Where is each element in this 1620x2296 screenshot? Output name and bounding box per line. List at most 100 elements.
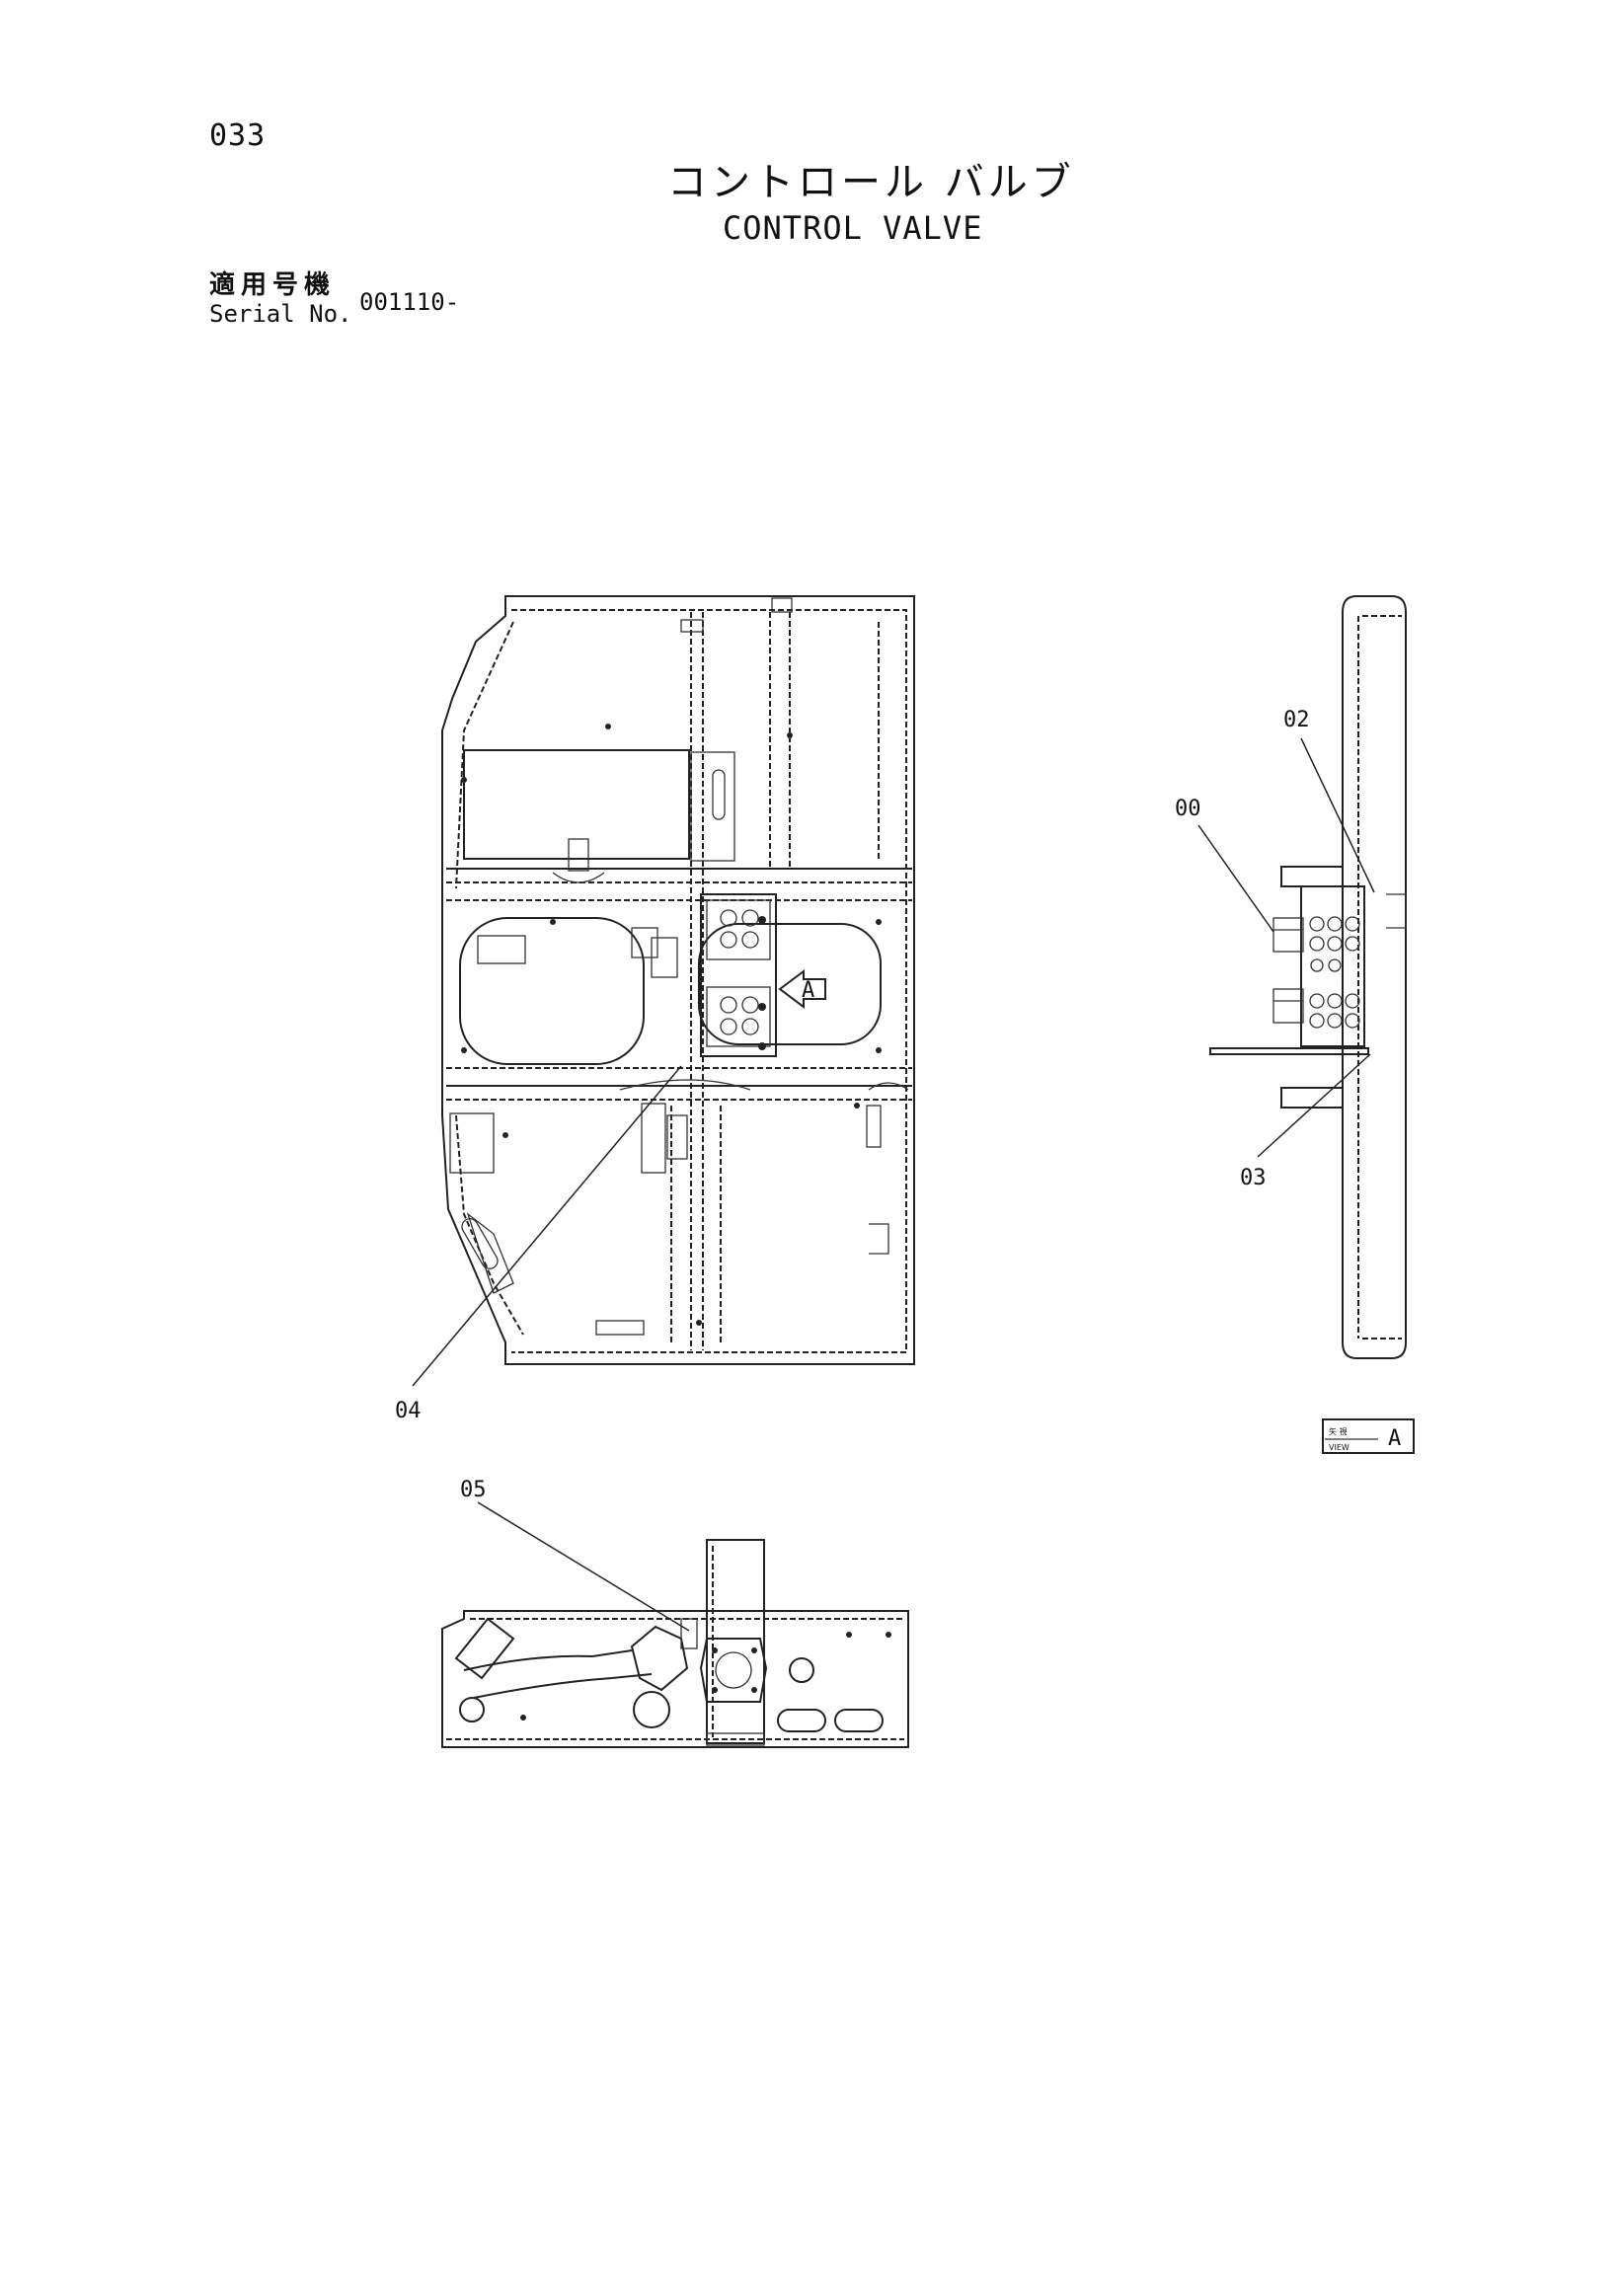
- bolt: [461, 777, 467, 783]
- left-clip: [477, 935, 526, 964]
- left-duct-pipe: [463, 1649, 633, 1671]
- view-marker-letter: A: [1388, 1426, 1401, 1451]
- valve-bolt: [758, 1042, 766, 1050]
- side-plate: [1209, 1047, 1369, 1055]
- view-direction-arrow: A: [778, 969, 826, 1009]
- side-port: [1309, 1013, 1325, 1029]
- elevation-column: [706, 1539, 765, 1744]
- frame-edge-lower-left: [455, 1114, 524, 1336]
- bolt: [550, 919, 556, 925]
- valve-port: [741, 996, 759, 1014]
- page-number: 033: [209, 118, 267, 153]
- callout-00: 00: [1175, 797, 1201, 821]
- serial-number-value: 001110-: [359, 288, 460, 316]
- bolt: [876, 1047, 882, 1053]
- lower-plate-b: [666, 1114, 688, 1160]
- right-hole: [789, 1657, 814, 1683]
- serial-label-japanese: 適用号機: [209, 270, 337, 300]
- callout-03: 03: [1240, 1166, 1267, 1190]
- view-marker-en: VIEW: [1329, 1443, 1350, 1452]
- valve-port: [720, 909, 737, 927]
- lower-plate: [641, 1103, 666, 1174]
- callout-05: 05: [460, 1478, 487, 1502]
- flange-bolt: [712, 1647, 718, 1653]
- flange-bolt: [751, 1647, 757, 1653]
- side-port: [1309, 936, 1325, 952]
- side-valve-fitting: [1273, 917, 1304, 953]
- page-title-english: CONTROL VALVE: [723, 209, 983, 247]
- flange-bolt: [712, 1687, 718, 1693]
- column-flange: [699, 1638, 768, 1703]
- valve-port: [720, 1018, 737, 1035]
- lower-clip: [595, 1320, 645, 1336]
- column-base: [706, 1732, 765, 1746]
- side-port: [1345, 916, 1360, 932]
- leader-04: [412, 1065, 682, 1387]
- side-lower-bracket: [1280, 1087, 1344, 1109]
- frame-outline: [441, 595, 915, 1365]
- side-port: [1328, 958, 1342, 972]
- valve-port: [741, 909, 759, 927]
- left-hole: [459, 1697, 485, 1722]
- left-bracket: [651, 937, 678, 978]
- side-valve-fitting: [1273, 988, 1304, 1024]
- valve-port: [720, 996, 737, 1014]
- side-frame-outline: [1342, 595, 1407, 1359]
- side-port: [1345, 936, 1360, 952]
- center-fitting: [630, 1625, 689, 1692]
- valve-section-upper: [706, 899, 771, 960]
- frame-inner: [511, 609, 907, 1353]
- side-port: [1309, 916, 1325, 932]
- leader-02: [1300, 737, 1375, 893]
- side-valve-block: [1273, 885, 1365, 1047]
- side-port: [1345, 1013, 1360, 1029]
- right-notch: [869, 1223, 889, 1255]
- top-tab: [771, 597, 793, 613]
- left-clip-b: [631, 927, 658, 958]
- lower-left-slot: [461, 1218, 499, 1269]
- valve-body: [700, 893, 777, 1057]
- lower-left-gusset: [466, 1212, 514, 1294]
- upper-box: [463, 749, 690, 860]
- view-marker-jp: 矢 視: [1329, 1426, 1348, 1436]
- lower-curve-right: [868, 1082, 909, 1091]
- side-port: [1309, 993, 1325, 1009]
- side-view-a: [1209, 595, 1407, 1359]
- flange-bolt: [751, 1687, 757, 1693]
- valve-port: [741, 931, 759, 949]
- side-upper-clip: [1386, 893, 1407, 929]
- bottom-elevation-view: [441, 1539, 909, 1748]
- center-clamp: [680, 1618, 698, 1649]
- side-valve-body: [1300, 885, 1365, 1047]
- frame-edge-upper-left: [455, 621, 514, 889]
- bolt: [461, 1047, 467, 1053]
- upper-tab: [568, 838, 589, 872]
- serial-label-english: Serial No.: [209, 300, 352, 328]
- arrow-shape: [778, 969, 826, 1009]
- upper-bracket-slot: [712, 769, 726, 820]
- side-port: [1310, 958, 1324, 972]
- leader-03: [1257, 1053, 1371, 1158]
- bolt: [846, 1632, 852, 1638]
- elevation-outline: [441, 1610, 909, 1748]
- slot-a: [777, 1709, 826, 1732]
- lower-curve: [619, 1079, 751, 1091]
- upper-bracket: [690, 751, 735, 862]
- valve-bolt: [758, 916, 766, 924]
- bolt: [502, 1132, 508, 1138]
- column-flange-center: [715, 1651, 752, 1689]
- left-duct: [454, 1617, 515, 1680]
- right-lower-tab: [866, 1105, 882, 1148]
- valve-section-lower: [706, 986, 771, 1047]
- right-oval-opening: [698, 923, 882, 1045]
- leader-05: [477, 1501, 690, 1632]
- side-port: [1327, 993, 1343, 1009]
- bolt: [696, 1320, 702, 1326]
- center-hole: [633, 1691, 670, 1728]
- arrow-label: A: [802, 978, 814, 1003]
- main-plan-view: A: [441, 595, 915, 1365]
- valve-port: [720, 931, 737, 949]
- lower-left-bracket: [449, 1112, 495, 1174]
- leader-00: [1197, 824, 1274, 933]
- bolt: [520, 1715, 526, 1721]
